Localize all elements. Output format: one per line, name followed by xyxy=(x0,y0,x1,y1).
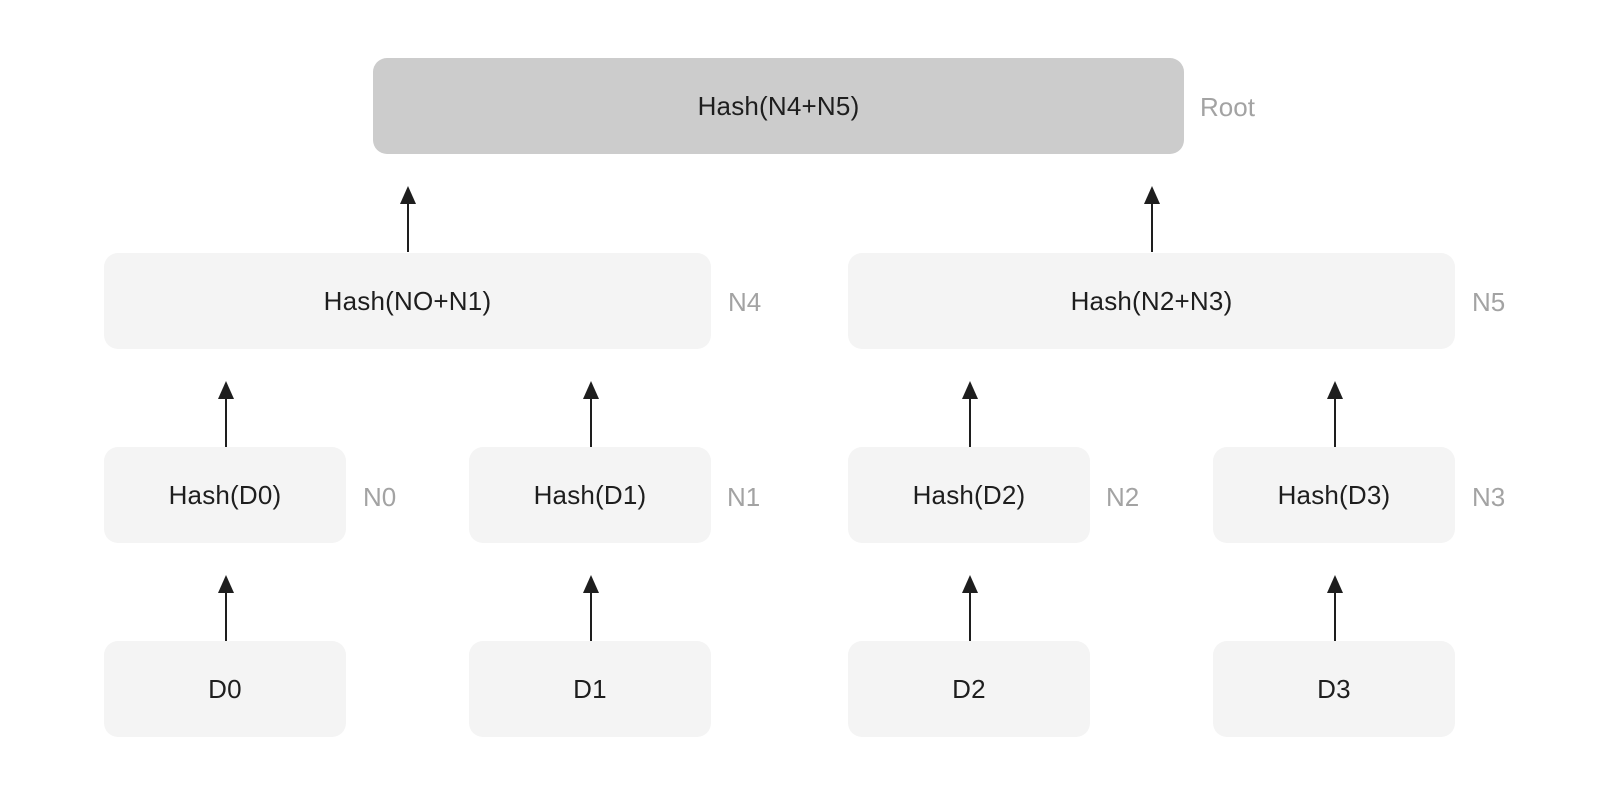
node-tag-n4: N4 xyxy=(728,287,762,317)
hash-node-n1: Hash(D1) xyxy=(469,447,711,543)
root-hash-node: Hash(N4+N5) xyxy=(373,58,1184,154)
hash-node-label: Hash(D2) xyxy=(912,479,1026,510)
data-block-d3: D3 xyxy=(1213,641,1455,737)
hash-node-n3: Hash(D3) xyxy=(1213,447,1455,543)
arrow-n0-to-n4 xyxy=(216,381,236,447)
data-block-d0: D0 xyxy=(104,641,346,737)
hash-node-label: Hash(N2+N3) xyxy=(1070,285,1233,316)
arrowhead-icon xyxy=(1327,575,1343,593)
arrow-n2-to-n5 xyxy=(960,381,980,447)
data-block-d2: D2 xyxy=(848,641,1090,737)
node-tag-n5: N5 xyxy=(1472,287,1506,317)
hash-node-label: Hash(D0) xyxy=(168,479,282,510)
data-block-label: D3 xyxy=(1317,673,1351,704)
root-hash-label: Hash(N4+N5) xyxy=(697,90,860,121)
hash-node-n5: Hash(N2+N3) xyxy=(848,253,1455,349)
arrow-n1-to-n4 xyxy=(581,381,601,447)
node-tag-n1: N1 xyxy=(727,482,761,512)
arrow-d3-to-n3 xyxy=(1325,575,1345,641)
arrow-n3-to-n5 xyxy=(1325,381,1345,447)
arrowhead-icon xyxy=(1327,381,1343,399)
node-tag-n2: N2 xyxy=(1106,482,1140,512)
arrowhead-icon xyxy=(962,575,978,593)
arrowhead-icon xyxy=(583,575,599,593)
arrow-d0-to-n0 xyxy=(216,575,236,641)
arrowhead-icon xyxy=(218,575,234,593)
hash-node-n4: Hash(NO+N1) xyxy=(104,253,711,349)
arrow-d2-to-n2 xyxy=(960,575,980,641)
arrowhead-icon xyxy=(218,381,234,399)
arrow-d1-to-n1 xyxy=(581,575,601,641)
hash-node-label: Hash(D1) xyxy=(533,479,647,510)
arrow-n4-to-root xyxy=(398,186,418,252)
arrow-n5-to-root xyxy=(1142,186,1162,252)
data-block-label: D2 xyxy=(952,673,986,704)
arrowhead-icon xyxy=(962,381,978,399)
data-block-label: D1 xyxy=(573,673,607,704)
root-tag: Root xyxy=(1200,92,1255,122)
arrowhead-icon xyxy=(583,381,599,399)
node-tag-n3: N3 xyxy=(1472,482,1506,512)
arrowhead-icon xyxy=(400,186,416,204)
hash-node-label: Hash(D3) xyxy=(1277,479,1391,510)
hash-node-label: Hash(NO+N1) xyxy=(323,285,492,316)
node-tag-n0: N0 xyxy=(363,482,397,512)
arrowhead-icon xyxy=(1144,186,1160,204)
hash-node-n0: Hash(D0) xyxy=(104,447,346,543)
hash-node-n2: Hash(D2) xyxy=(848,447,1090,543)
data-block-label: D0 xyxy=(208,673,242,704)
data-block-d1: D1 xyxy=(469,641,711,737)
